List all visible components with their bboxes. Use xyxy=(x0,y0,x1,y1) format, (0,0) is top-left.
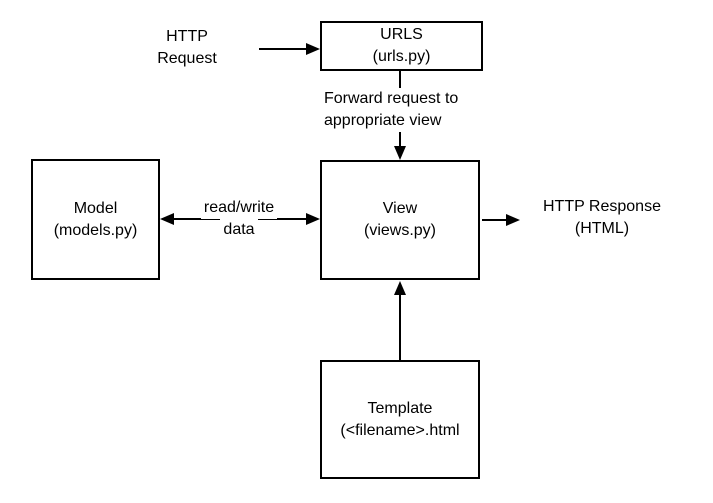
model-box-title: Model xyxy=(73,199,118,217)
http-request-label-line1: HTTP xyxy=(166,28,208,45)
read-write-data-label: read/write data xyxy=(197,197,281,241)
arrow-head-left-icon xyxy=(160,213,174,225)
view-box: View (views.py) xyxy=(320,160,480,280)
arrow-head-up-icon xyxy=(394,281,406,295)
urls-box-title: URLS xyxy=(380,26,423,43)
template-box: Template (<filename>.html xyxy=(320,360,480,479)
template-box-subtitle: (<filename>.html xyxy=(340,421,460,439)
view-box-subtitle: (views.py) xyxy=(363,222,436,239)
view-box-title: View xyxy=(382,200,418,217)
forward-request-label: Forward request to appropriate view xyxy=(321,88,462,132)
model-box-subtitle: (models.py) xyxy=(53,221,138,239)
arrow-head-right-icon xyxy=(306,213,320,225)
forward-request-label-line1: Forward request to xyxy=(321,88,462,110)
urls-box: URLS (urls.py) xyxy=(320,21,483,71)
read-write-data-label-line2: data xyxy=(220,219,258,241)
read-write-data-label-line1: read/write xyxy=(200,197,278,219)
template-box-title: Template xyxy=(367,399,433,417)
arrow-head-right-icon xyxy=(506,214,520,226)
model-box: Model (models.py) xyxy=(31,159,160,280)
arrow-head-down-icon xyxy=(394,146,406,160)
arrow-head-right-icon xyxy=(306,43,320,55)
arrow-line xyxy=(482,219,508,221)
http-request-label: HTTP Request xyxy=(137,26,237,70)
urls-box-subtitle: (urls.py) xyxy=(372,48,431,65)
arrow-line xyxy=(399,294,401,360)
http-response-label: HTTP Response (HTML) xyxy=(520,196,684,240)
http-request-label-line2: Request xyxy=(157,50,217,67)
arrow-line xyxy=(259,48,307,50)
http-response-label-line1: HTTP Response xyxy=(543,198,661,215)
forward-request-label-line2: appropriate view xyxy=(321,110,445,132)
http-response-label-line2: (HTML) xyxy=(574,220,630,237)
